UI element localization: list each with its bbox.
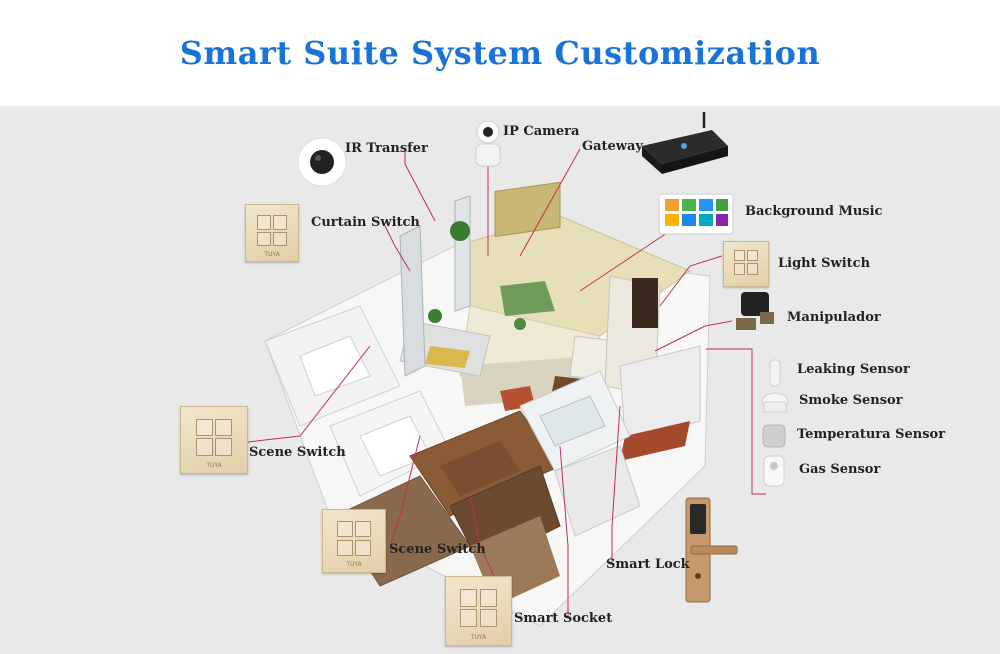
ir-transfer-label: IR Transfer <box>345 141 428 156</box>
smoke-sensor-label: Smoke Sensor <box>799 393 903 408</box>
background-music-panel-icon <box>658 193 734 235</box>
smart-socket-label: Smart Socket <box>514 611 613 626</box>
light-switch-label: Light Switch <box>778 256 871 271</box>
smart-lock-label: Smart Lock <box>606 557 690 572</box>
leaking-sensor-label: Leaking Sensor <box>797 362 910 377</box>
header: Smart Suite System Customization <box>0 0 1000 106</box>
ir-transfer-icon <box>297 137 347 187</box>
ip-camera-label: IP Camera <box>503 124 580 139</box>
curtain-switch-panel: TUYA <box>245 204 299 262</box>
smart-lock-icon <box>685 497 738 603</box>
leaking-sensor-icon <box>769 359 781 387</box>
smoke-sensor-icon <box>761 392 789 413</box>
gateway-icon <box>642 112 728 174</box>
scene-switch-panel-1: TUYA <box>180 406 248 474</box>
curtain-switch-label: Curtain Switch <box>311 215 420 230</box>
gas-sensor-icon <box>763 455 785 487</box>
floorplan-stage: TUYA TUYA TUYA TUYA IR Transfer IP Camer… <box>0 106 1000 654</box>
smart-socket-panel: TUYA <box>445 576 512 646</box>
floorplan-illustration <box>247 112 789 627</box>
temperature-sensor-icon <box>762 424 786 448</box>
background-music-label: Background Music <box>745 204 883 219</box>
page-title: Smart Suite System Customization <box>179 34 821 72</box>
temperature-sensor-label: Temperatura Sensor <box>797 427 946 442</box>
ip-camera-icon <box>475 120 501 167</box>
gateway-label: Gateway <box>582 139 643 154</box>
scene-switch-panel-2: TUYA <box>322 509 386 573</box>
manipulador-label: Manipulador <box>787 310 881 325</box>
scene-switch-label-2: Scene Switch <box>389 542 486 557</box>
scene-switch-label-1: Scene Switch <box>249 445 346 460</box>
light-switch-panel <box>723 241 769 287</box>
manipulador-valve-icon <box>736 292 774 330</box>
gas-sensor-label: Gas Sensor <box>799 462 881 477</box>
